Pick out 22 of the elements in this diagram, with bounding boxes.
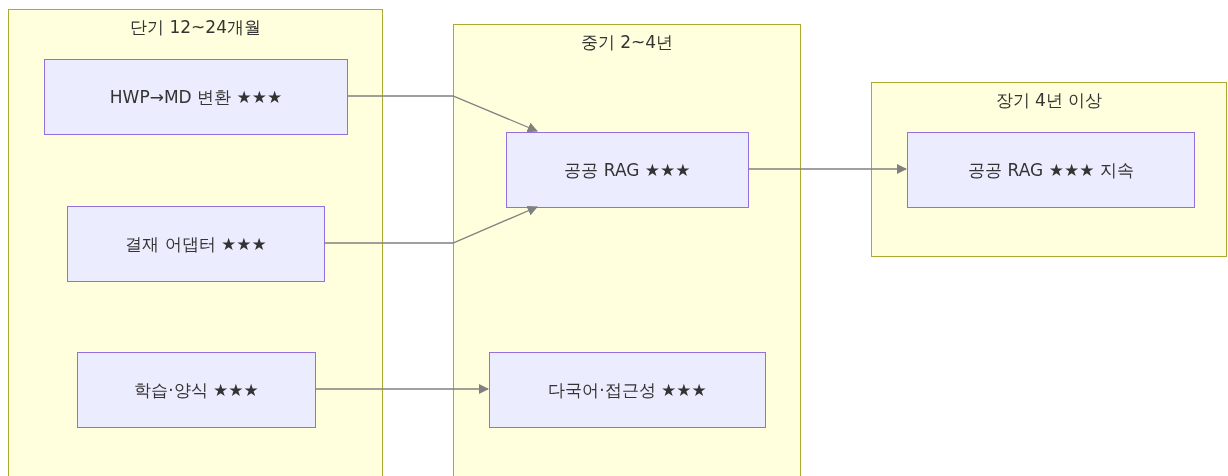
process-box: [489, 352, 766, 428]
group-title: 중기 2~4년: [580, 32, 674, 52]
box-label: 공공 RAG ★★★: [564, 158, 691, 182]
arrow: [747, 163, 908, 175]
arrow: [323, 205, 538, 244]
arrow: [314, 383, 490, 395]
process-box: [44, 59, 348, 135]
box-label: HWP→MD 변환 ★★★: [109, 85, 283, 109]
box-label: 학습·양식 ★★★: [134, 378, 259, 402]
process-box: [907, 132, 1195, 208]
box-label: 결재 어댑터 ★★★: [125, 232, 267, 256]
process-box: [77, 352, 316, 428]
process-box: [506, 132, 749, 208]
group-panel: [8, 9, 383, 476]
group-panel: [871, 82, 1227, 257]
group-title: 장기 4년 이상: [995, 90, 1103, 110]
box-label: 다국어·접근성 ★★★: [548, 378, 707, 402]
box-label: 공공 RAG ★★★ 지속: [968, 158, 1134, 182]
group-title: 단기 12~24개월: [130, 17, 261, 37]
arrow: [346, 95, 538, 133]
process-box: [67, 206, 325, 282]
group-panel: [453, 24, 801, 476]
